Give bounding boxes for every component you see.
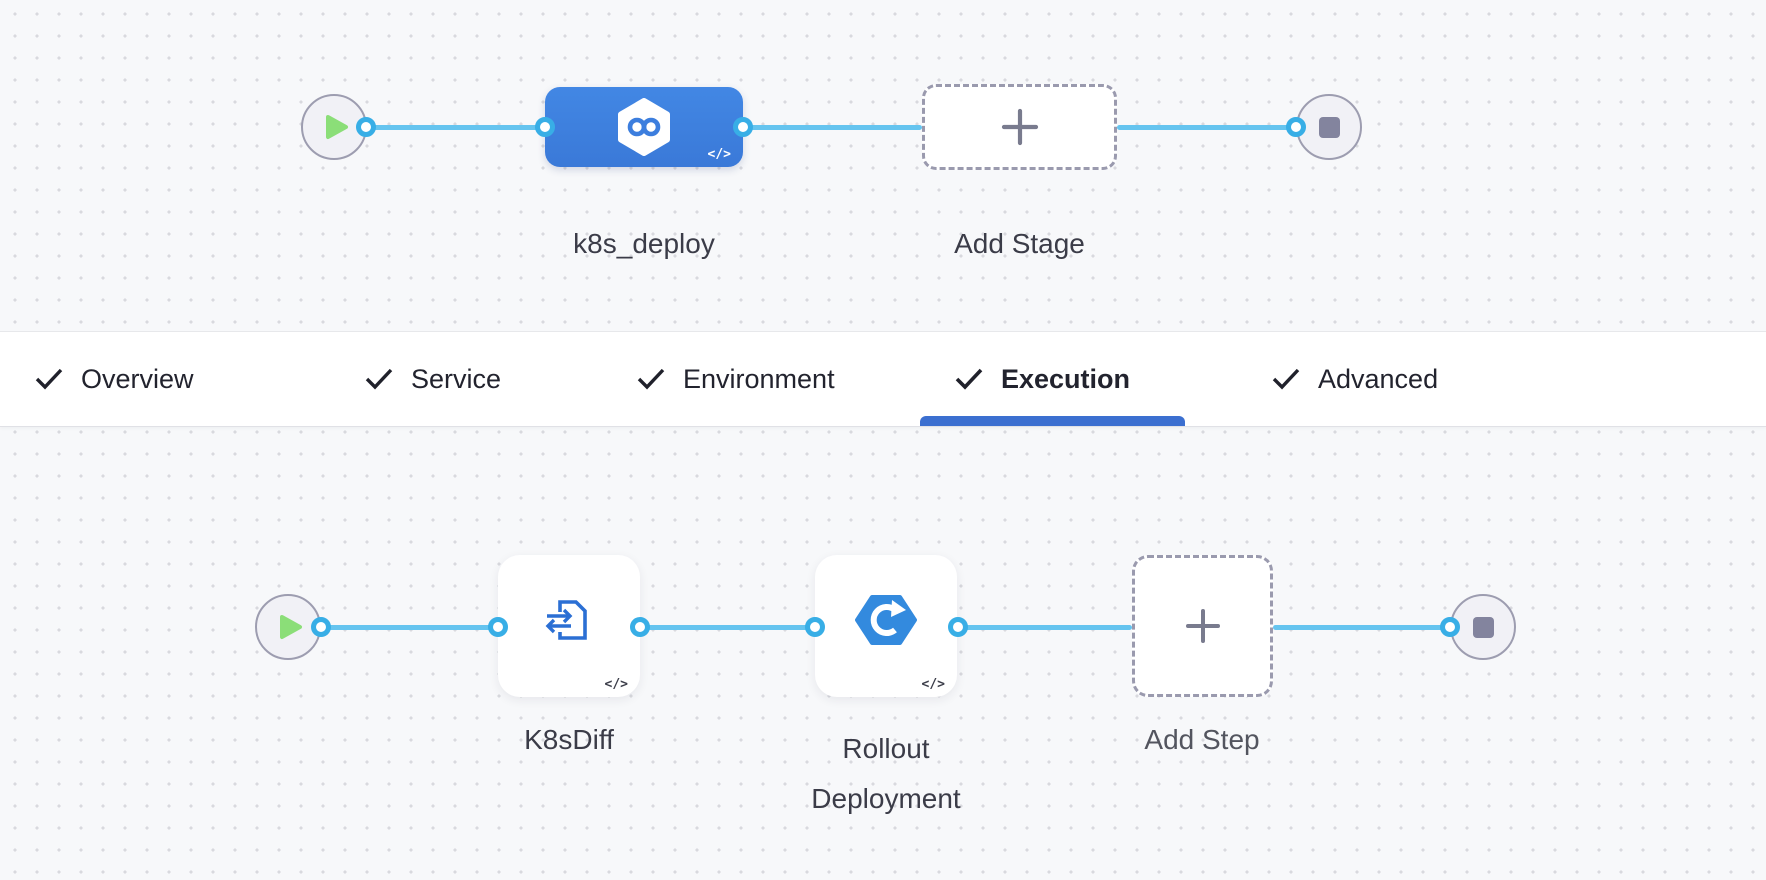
edge-line — [743, 124, 922, 130]
edge-line — [640, 624, 815, 630]
active-tab-indicator — [920, 416, 1185, 426]
stop-icon — [1472, 616, 1494, 638]
connection-port[interactable] — [948, 617, 968, 637]
stage-config-tabbar: Overview Service Environment Execution A… — [0, 331, 1766, 427]
connection-port[interactable] — [535, 117, 555, 137]
check-icon — [637, 368, 665, 390]
tab-label: Overview — [81, 363, 194, 394]
stage-label: k8s_deploy — [573, 228, 715, 259]
tab-label: Service — [411, 363, 502, 394]
tab-environment[interactable]: Environment — [636, 332, 835, 426]
play-icon — [325, 115, 348, 139]
edge-line — [958, 624, 1132, 630]
pipeline-end-node — [1296, 94, 1362, 160]
stage-node-k8s-deploy[interactable]: </> — [545, 87, 743, 167]
execution-start-node — [255, 594, 321, 660]
play-icon — [279, 615, 302, 639]
code-view-icon[interactable]: </> — [707, 147, 731, 162]
add-step-label: Add Step — [1144, 724, 1260, 755]
tab-label: Execution — [1001, 363, 1131, 394]
connection-port[interactable] — [356, 117, 376, 137]
plus-icon — [1001, 108, 1038, 146]
connection-port[interactable] — [630, 617, 650, 637]
connection-port[interactable] — [1440, 617, 1460, 637]
step-label-k8sdiff: K8sDiff — [524, 724, 614, 755]
edge-line — [1273, 624, 1450, 630]
step-node-k8sdiff[interactable]: </> — [498, 555, 640, 697]
check-icon — [365, 368, 393, 390]
connection-port[interactable] — [805, 617, 825, 637]
check-icon — [1272, 368, 1300, 390]
check-icon — [35, 368, 63, 390]
connection-port[interactable] — [733, 117, 753, 137]
edge-line — [366, 124, 545, 130]
add-step-button[interactable] — [1132, 555, 1273, 697]
stop-icon — [1318, 116, 1340, 138]
tab-advanced[interactable]: Advanced — [1271, 332, 1438, 426]
connection-port[interactable] — [488, 617, 508, 637]
code-view-icon[interactable]: </> — [921, 677, 945, 692]
add-stage-button[interactable] — [922, 84, 1117, 170]
k8s-diff-icon — [545, 600, 587, 640]
edge-line — [1117, 124, 1296, 130]
edge-line — [321, 624, 498, 630]
step-label-rollout-deployment: Rollout Deployment — [811, 733, 961, 815]
tab-service[interactable]: Service — [364, 332, 501, 426]
plus-icon — [1185, 609, 1220, 643]
tab-label: Advanced — [1318, 363, 1439, 394]
connection-port[interactable] — [1286, 117, 1306, 137]
tab-overview[interactable]: Overview — [34, 332, 194, 426]
code-view-icon[interactable]: </> — [604, 677, 628, 692]
connection-port[interactable] — [311, 617, 331, 637]
tab-execution[interactable]: Execution — [954, 332, 1130, 426]
rollout-deployment-icon — [855, 595, 917, 645]
harness-logo-icon — [618, 98, 670, 156]
execution-end-node — [1450, 594, 1516, 660]
tab-label: Environment — [683, 363, 835, 394]
check-icon — [955, 368, 983, 390]
add-stage-label: Add Stage — [954, 228, 1085, 259]
step-node-rollout-deployment[interactable]: </> — [815, 555, 957, 697]
